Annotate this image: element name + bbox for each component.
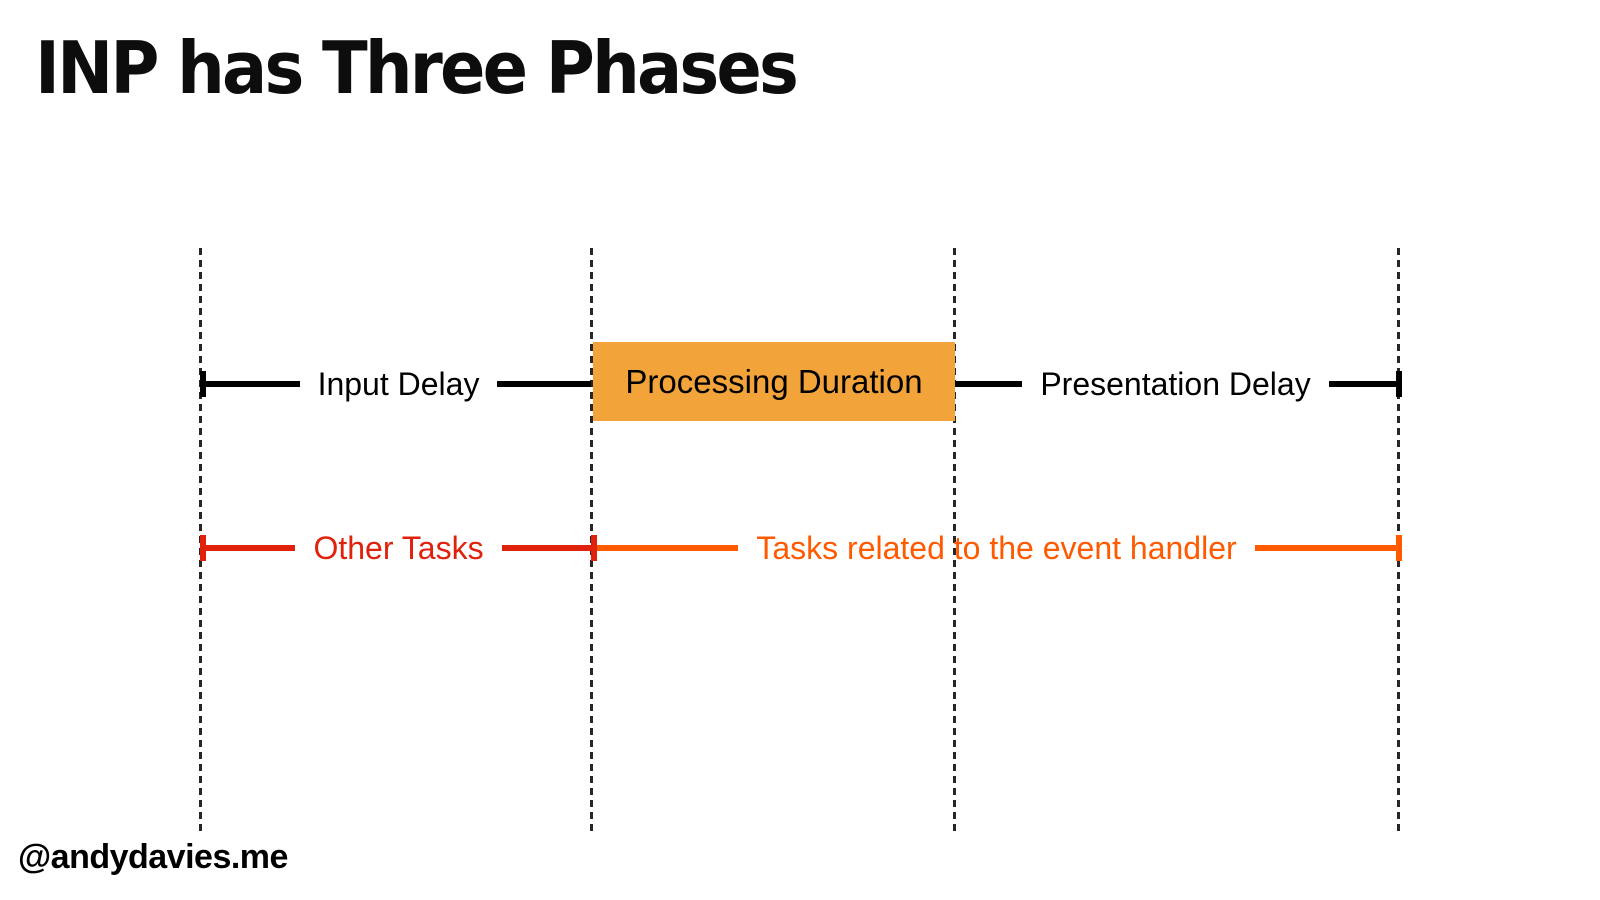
- processing-duration-label: Processing Duration: [625, 362, 923, 400]
- input-delay-span: Input Delay: [200, 368, 591, 400]
- presentation-delay-line-left: [955, 381, 1023, 387]
- input-delay-start-tick: [200, 371, 206, 397]
- event-handler-tasks-label: Tasks related to the event handler: [756, 530, 1237, 566]
- other-tasks-span: Other Tasks: [200, 530, 598, 566]
- other-tasks-end-tick: [591, 535, 598, 561]
- guide-line-processing-end: [953, 248, 956, 832]
- slide-title: INP has Three Phases: [35, 26, 799, 110]
- event-handler-tasks-end-tick: [1396, 535, 1403, 561]
- input-delay-line-left: [206, 381, 300, 387]
- event-handler-tasks-line-left: [597, 545, 739, 551]
- other-tasks-start-tick: [200, 535, 206, 561]
- presentation-delay-label: Presentation Delay: [1040, 366, 1311, 402]
- other-tasks-line-left: [206, 545, 296, 551]
- presentation-delay-span: Presentation Delay: [955, 368, 1402, 400]
- input-delay-label: Input Delay: [317, 366, 480, 402]
- event-handler-tasks-span: Tasks related to the event handler: [597, 530, 1403, 566]
- presentation-delay-line-right: [1328, 381, 1396, 387]
- other-tasks-line-right: [501, 545, 592, 551]
- event-handler-tasks-line-right: [1254, 545, 1397, 551]
- watermark: @andydavies.me: [18, 838, 288, 876]
- other-tasks-label: Other Tasks: [313, 530, 484, 566]
- input-delay-line-right: [497, 381, 591, 387]
- processing-duration-box: Processing Duration: [593, 342, 955, 421]
- presentation-delay-end-tick: [1396, 371, 1402, 397]
